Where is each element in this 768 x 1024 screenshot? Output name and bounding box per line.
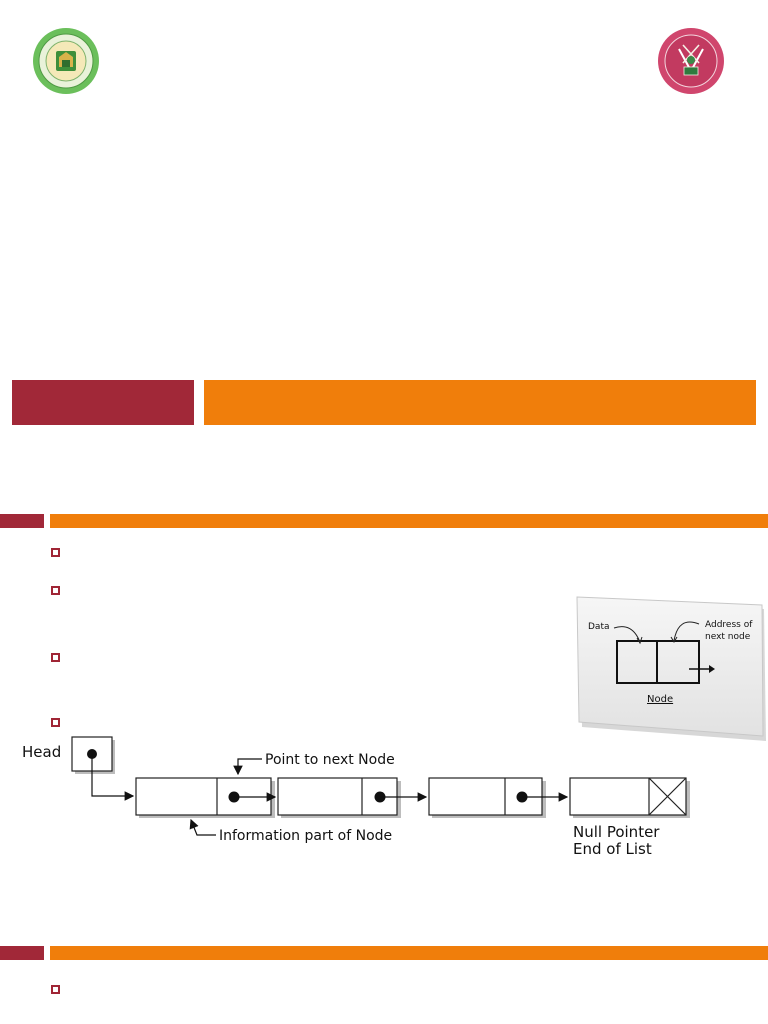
university-logo — [33, 28, 99, 94]
list-node-last — [569, 777, 687, 816]
title-slide — [0, 0, 768, 450]
content-slide: Data Address of next node Node Head — [0, 512, 768, 942]
node-address-cell — [656, 640, 700, 684]
address-label-line2: next node — [705, 632, 751, 642]
bullet-icon — [51, 548, 60, 557]
slide-header-orange — [50, 514, 768, 528]
next-slide — [0, 944, 768, 1024]
node-illustration: Data Address of next node Node — [576, 596, 766, 741]
title-bar-left — [12, 380, 194, 425]
data-label: Data — [588, 622, 610, 632]
bullet-icon — [51, 586, 60, 595]
slide-header-red — [0, 946, 44, 960]
head-label: Head — [22, 743, 61, 761]
title-bar-right — [204, 380, 756, 425]
null-pointer-label-line1: Null Pointer — [573, 823, 660, 841]
info-part-label: Information part of Node — [219, 828, 392, 844]
slide-header-orange — [50, 946, 768, 960]
faculty-logo — [658, 28, 724, 94]
list-node-2 — [277, 777, 398, 816]
linked-list-diagram: Head Point to next Node In — [22, 736, 690, 858]
null-pointer-label-line2: End of List — [573, 840, 652, 858]
bullet-icon — [51, 718, 60, 727]
bullet-icon — [51, 985, 60, 994]
address-label-line1: Address of — [705, 620, 753, 630]
slide-header-red — [0, 514, 44, 528]
point-to-next-label: Point to next Node — [265, 752, 395, 768]
bullet-icon — [51, 653, 60, 662]
node-caption: Node — [647, 694, 673, 705]
